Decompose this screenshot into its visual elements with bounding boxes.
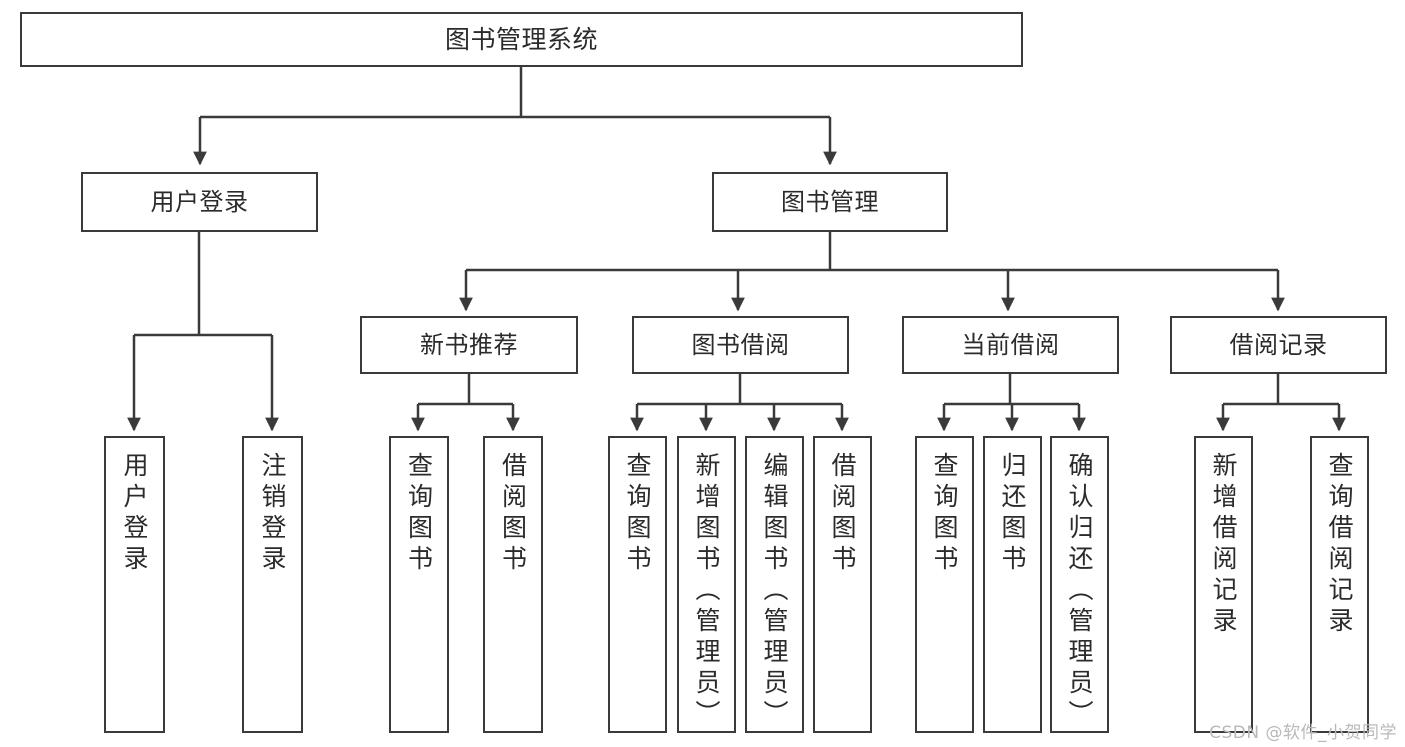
node-label: 图书管理系统 bbox=[444, 24, 598, 54]
node-label: 归还图书 bbox=[998, 452, 1027, 576]
node-label: 查询图书 bbox=[623, 452, 652, 576]
node-label: 新增图书（管理员） bbox=[692, 452, 721, 731]
leaf-user-logout[interactable]: 注销登录 bbox=[242, 436, 303, 733]
node-borrow-record[interactable]: 借阅记录 bbox=[1170, 316, 1387, 374]
node-label: 图书管理 bbox=[781, 187, 879, 216]
node-label: 用户登录 bbox=[120, 452, 149, 576]
node-label: 查询图书 bbox=[404, 452, 434, 576]
node-label: 图书借阅 bbox=[691, 330, 790, 359]
leaf-user-login[interactable]: 用户登录 bbox=[104, 436, 165, 733]
node-label: 用户登录 bbox=[150, 187, 249, 216]
node-label: 新增借阅记录 bbox=[1209, 452, 1238, 638]
node-label: 查询图书 bbox=[930, 452, 959, 576]
node-label: 确认归还（管理员） bbox=[1065, 452, 1094, 731]
node-label: 新书推荐 bbox=[420, 330, 518, 359]
node-user-login[interactable]: 用户登录 bbox=[81, 172, 318, 232]
leaf-confirm-return-admin[interactable]: 确认归还（管理员） bbox=[1050, 436, 1109, 733]
leaf-query-book-current[interactable]: 查询图书 bbox=[915, 436, 974, 733]
node-new-book-recommend[interactable]: 新书推荐 bbox=[360, 316, 578, 374]
leaf-edit-book-admin[interactable]: 编辑图书（管理员） bbox=[745, 436, 804, 733]
node-label: 编辑图书（管理员） bbox=[760, 452, 789, 731]
node-label: 借阅图书 bbox=[498, 452, 528, 576]
node-label: 查询借阅记录 bbox=[1325, 452, 1354, 638]
leaf-return-book[interactable]: 归还图书 bbox=[983, 436, 1042, 733]
leaf-add-book-admin[interactable]: 新增图书（管理员） bbox=[677, 436, 736, 733]
node-label: 借阅记录 bbox=[1229, 330, 1328, 359]
leaf-borrow-book[interactable]: 借阅图书 bbox=[813, 436, 872, 733]
leaf-borrow-book-recommend[interactable]: 借阅图书 bbox=[483, 436, 543, 733]
leaf-query-book-borrow[interactable]: 查询图书 bbox=[608, 436, 667, 733]
node-current-borrow[interactable]: 当前借阅 bbox=[902, 316, 1119, 374]
node-root-system[interactable]: 图书管理系统 bbox=[20, 12, 1023, 67]
leaf-query-borrow-record[interactable]: 查询借阅记录 bbox=[1310, 436, 1369, 733]
node-label: 当前借阅 bbox=[961, 330, 1060, 359]
node-label: 借阅图书 bbox=[828, 452, 857, 576]
watermark: CSDN @软件_小贺同学 bbox=[1209, 723, 1397, 743]
node-book-borrow[interactable]: 图书借阅 bbox=[632, 316, 849, 374]
leaf-query-book-recommend[interactable]: 查询图书 bbox=[389, 436, 449, 733]
node-label: 注销登录 bbox=[258, 452, 287, 576]
leaf-add-borrow-record[interactable]: 新增借阅记录 bbox=[1194, 436, 1253, 733]
node-book-management[interactable]: 图书管理 bbox=[712, 172, 948, 232]
